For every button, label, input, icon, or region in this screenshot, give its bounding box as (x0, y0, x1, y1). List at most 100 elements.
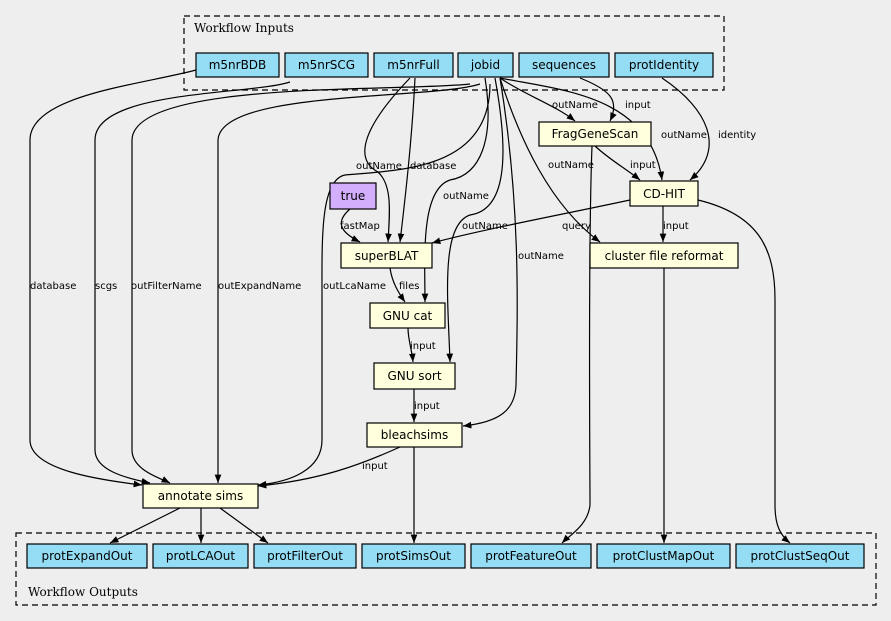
output-node-protclustseqout[interactable]: protClustSeqOut (735, 543, 865, 569)
step-nodes: FragGeneScan CD-HIT true superBLAT clust… (142, 121, 739, 509)
output-nodes: protExpandOut protLCAOut protFilterOut p… (26, 543, 865, 569)
edge-sequences-fraggenescan (579, 77, 617, 122)
edge-m5nrscg-annotatesims (94, 81, 291, 485)
step-label-true: true (341, 189, 366, 203)
output-label-protclustseqout: protClustSeqOut (751, 549, 850, 563)
edge-annotatesims-protexpandout (109, 507, 181, 544)
edge-label-bleach-input: input (414, 401, 440, 412)
edge-label-cdhit-outname: outName (661, 130, 707, 141)
edge-gnucat-gnusort (407, 327, 416, 363)
input-label-m5nrbdb: m5nrBDB (209, 58, 267, 72)
edge-fraggenescan-protfeatureout (561, 145, 593, 544)
edge-label-annot-scgs: scgs (95, 281, 117, 292)
output-label-protexpandout: protExpandOut (42, 549, 133, 563)
edge-jobid-fraggenescan (499, 77, 576, 122)
edge-fraggenescan-cdhit (594, 145, 641, 181)
workflow-inputs-cluster: Workflow Inputs (183, 15, 725, 91)
edge-label-annot-input: input (362, 461, 388, 472)
edge-label-cdhit-identity: identity (718, 130, 756, 141)
edge-protidentity-cdhit (661, 77, 710, 181)
edge-label-bleach-outname: outName (518, 251, 564, 262)
output-label-protlcaout: protLCAOut (166, 549, 235, 563)
edge-jobid-gnucat (421, 77, 489, 303)
edge-jobid-cdhit (499, 77, 665, 181)
step-node-fraggenescan[interactable]: FragGeneScan (538, 121, 652, 147)
output-label-protsimsout: protSimsOut (376, 549, 451, 563)
step-label-clusterreformat: cluster file reformat (605, 249, 724, 263)
step-label-annotatesims: annotate sims (158, 489, 243, 503)
output-node-protfeatureout[interactable]: protFeatureOut (470, 543, 592, 569)
output-node-protclustmapout[interactable]: protClustMapOut (596, 543, 731, 569)
step-label-bleachsims: bleachsims (381, 428, 448, 442)
edge-label-annot-outlcaname: outLcaName (323, 281, 386, 292)
edge-label-superblat-outname: outName (356, 161, 402, 172)
input-nodes: m5nrBDB m5nrSCG m5nrFull jobid sequences… (195, 52, 714, 78)
output-label-protfilterout: protFilterOut (267, 549, 343, 563)
input-node-m5nrscg[interactable]: m5nrSCG (284, 52, 369, 78)
output-node-protfilterout[interactable]: protFilterOut (253, 543, 357, 569)
input-label-jobid: jobid (470, 58, 500, 72)
edge-jobid-clusterreformat (499, 77, 601, 243)
edge-bleachsims-annotatesims (257, 446, 401, 489)
edge-m5nrbdb-annotatesims (29, 69, 197, 488)
workflow-outputs-cluster: Workflow Outputs (15, 532, 877, 606)
edge-label-superblat-query: query (562, 221, 591, 232)
input-label-sequences: sequences (532, 58, 596, 72)
input-label-m5nrscg: m5nrSCG (298, 58, 355, 72)
step-node-true[interactable]: true (329, 182, 377, 210)
edge-cdhit-superblat (431, 199, 631, 245)
edge-label-reformat-outname: outName (548, 160, 594, 171)
edges: outName input outName identity input out… (29, 69, 791, 544)
edge-label-fgs-input: input (625, 100, 651, 111)
input-node-jobid[interactable]: jobid (457, 52, 514, 78)
step-node-clusterreformat[interactable]: cluster file reformat (589, 242, 739, 269)
edge-label-cat-outname: outName (443, 191, 489, 202)
output-node-protsimsout[interactable]: protSimsOut (361, 543, 466, 569)
edge-true-superblat (340, 208, 361, 243)
edge-jobid-annotatesims-filter (131, 83, 471, 484)
step-node-bleachsims[interactable]: bleachsims (366, 422, 463, 448)
input-label-m5nrfull: m5nrFull (387, 58, 439, 72)
edge-label-cdhit-input: input (630, 160, 656, 171)
edge-label-annot-outexpandname: outExpandName (218, 281, 301, 292)
step-node-annotatesims[interactable]: annotate sims (142, 483, 259, 509)
edge-label-sort-input: input (410, 341, 436, 352)
output-node-protlcaout[interactable]: protLCAOut (152, 543, 249, 569)
step-node-gnucat[interactable]: GNU cat (369, 302, 446, 329)
step-label-cdhit: CD-HIT (643, 187, 686, 201)
edge-label-sort-outname: outName (462, 221, 508, 232)
output-label-protclustmapout: protClustMapOut (613, 549, 715, 563)
edge-label-reformat-input: input (663, 221, 689, 232)
edge-jobid-gnusort (446, 77, 504, 363)
edge-jobid-bleachsims (462, 77, 518, 429)
edge-annotatesims-protfilterout (219, 507, 269, 544)
input-node-m5nrfull[interactable]: m5nrFull (373, 52, 454, 78)
input-node-m5nrbdb[interactable]: m5nrBDB (195, 52, 280, 78)
edge-label-cat-files: files (399, 281, 419, 292)
step-node-cdhit[interactable]: CD-HIT (629, 180, 699, 207)
step-label-gnucat: GNU cat (383, 309, 433, 323)
edge-jobid-annotatesims-lca (257, 83, 491, 488)
edge-label-fgs-outname: outName (552, 100, 598, 111)
workflow-outputs-title: Workflow Outputs (28, 585, 138, 599)
edge-label-annot-outfiltername: outFilterName (131, 281, 202, 292)
edge-superblat-gnucat (389, 267, 406, 303)
edge-jobid-annotatesims-expand (214, 83, 481, 483)
input-node-protidentity[interactable]: protIdentity (614, 52, 714, 78)
workflow-inputs-title: Workflow Inputs (194, 21, 294, 35)
edge-m5nrfull-superblat-outname (364, 77, 411, 243)
step-label-superblat: superBLAT (355, 249, 419, 263)
edge-label-superblat-database: database (410, 161, 456, 172)
step-node-gnusort[interactable]: GNU sort (373, 362, 456, 390)
edge-label-annot-database: database (30, 281, 76, 292)
input-label-protidentity: protIdentity (629, 58, 699, 72)
edge-label-superblat-fastmap: fastMap (340, 221, 380, 232)
step-node-superblat[interactable]: superBLAT (340, 242, 433, 269)
step-label-fraggenescan: FragGeneScan (552, 127, 639, 141)
output-label-protfeatureout: protFeatureOut (485, 549, 577, 563)
input-node-sequences[interactable]: sequences (518, 52, 610, 78)
output-node-protexpandout[interactable]: protExpandOut (26, 543, 148, 569)
step-label-gnusort: GNU sort (387, 369, 441, 383)
